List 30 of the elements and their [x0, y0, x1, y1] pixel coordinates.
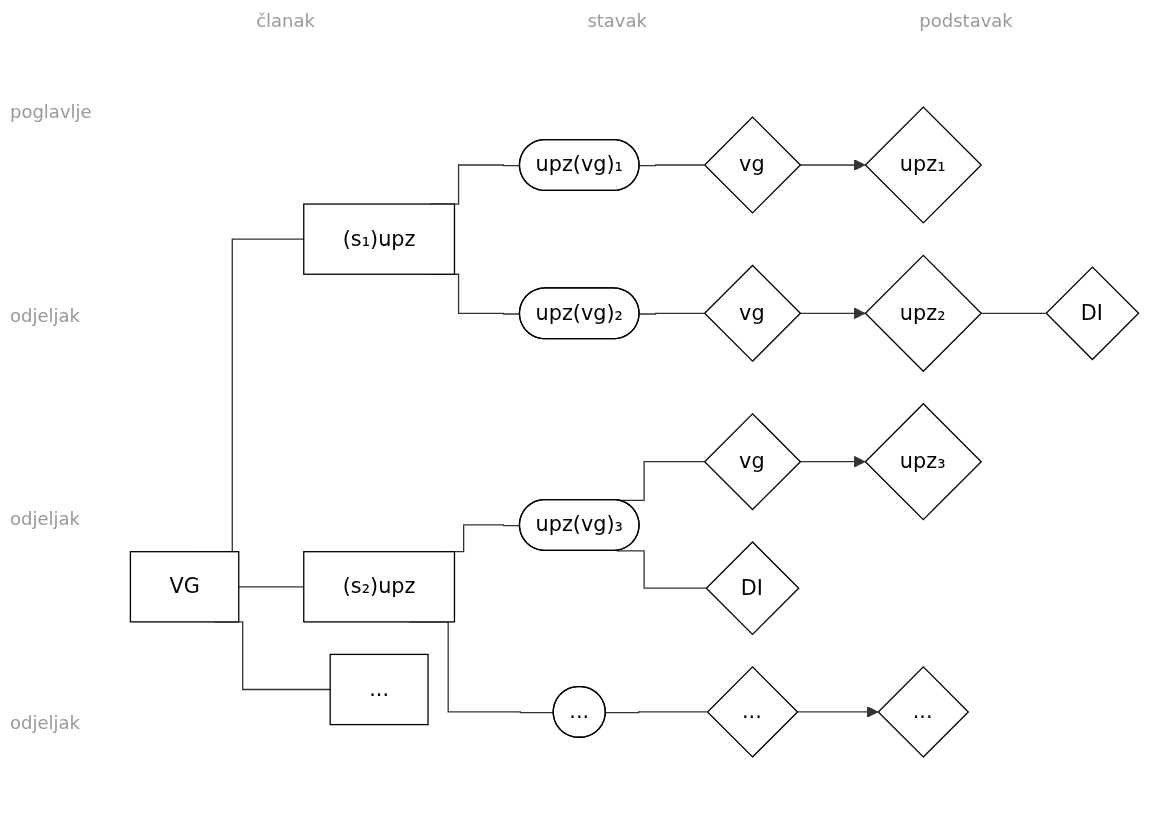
arrow [799, 159, 866, 171]
node-diamond: vg [703, 264, 802, 363]
node-diamond: DI [1045, 266, 1140, 361]
node-box: (s₂)upz [303, 551, 456, 623]
connector [605, 711, 708, 714]
level-label: stavak [587, 10, 647, 33]
node-diamond: DI [705, 541, 800, 636]
node-box: VG [129, 551, 240, 623]
node-diamond: ... [877, 666, 970, 758]
node-diamond: upz₂ [864, 254, 983, 373]
connector [616, 550, 707, 589]
node-box: ... [329, 653, 429, 726]
level-label: poglavlje [10, 101, 93, 123]
node-diamond: vg [703, 412, 802, 511]
level-label: odjeljak [10, 304, 81, 326]
node-diamond: upz₁ [864, 106, 983, 224]
node-diamond: ... [706, 666, 799, 758]
connector [639, 164, 705, 167]
connector [979, 312, 1047, 314]
node-box: (s₁)upz [303, 203, 456, 275]
node-diamond: vg [703, 116, 802, 214]
connector [639, 312, 705, 315]
arrow [799, 307, 866, 320]
level-label: odjeljak [10, 711, 81, 733]
arrow [796, 706, 879, 718]
node-diamond: upz₃ [864, 402, 983, 521]
level-label: članak [256, 10, 315, 33]
level-label: podstavak [919, 10, 1013, 33]
level-label: odjeljak [10, 508, 81, 530]
arrow [799, 455, 866, 468]
